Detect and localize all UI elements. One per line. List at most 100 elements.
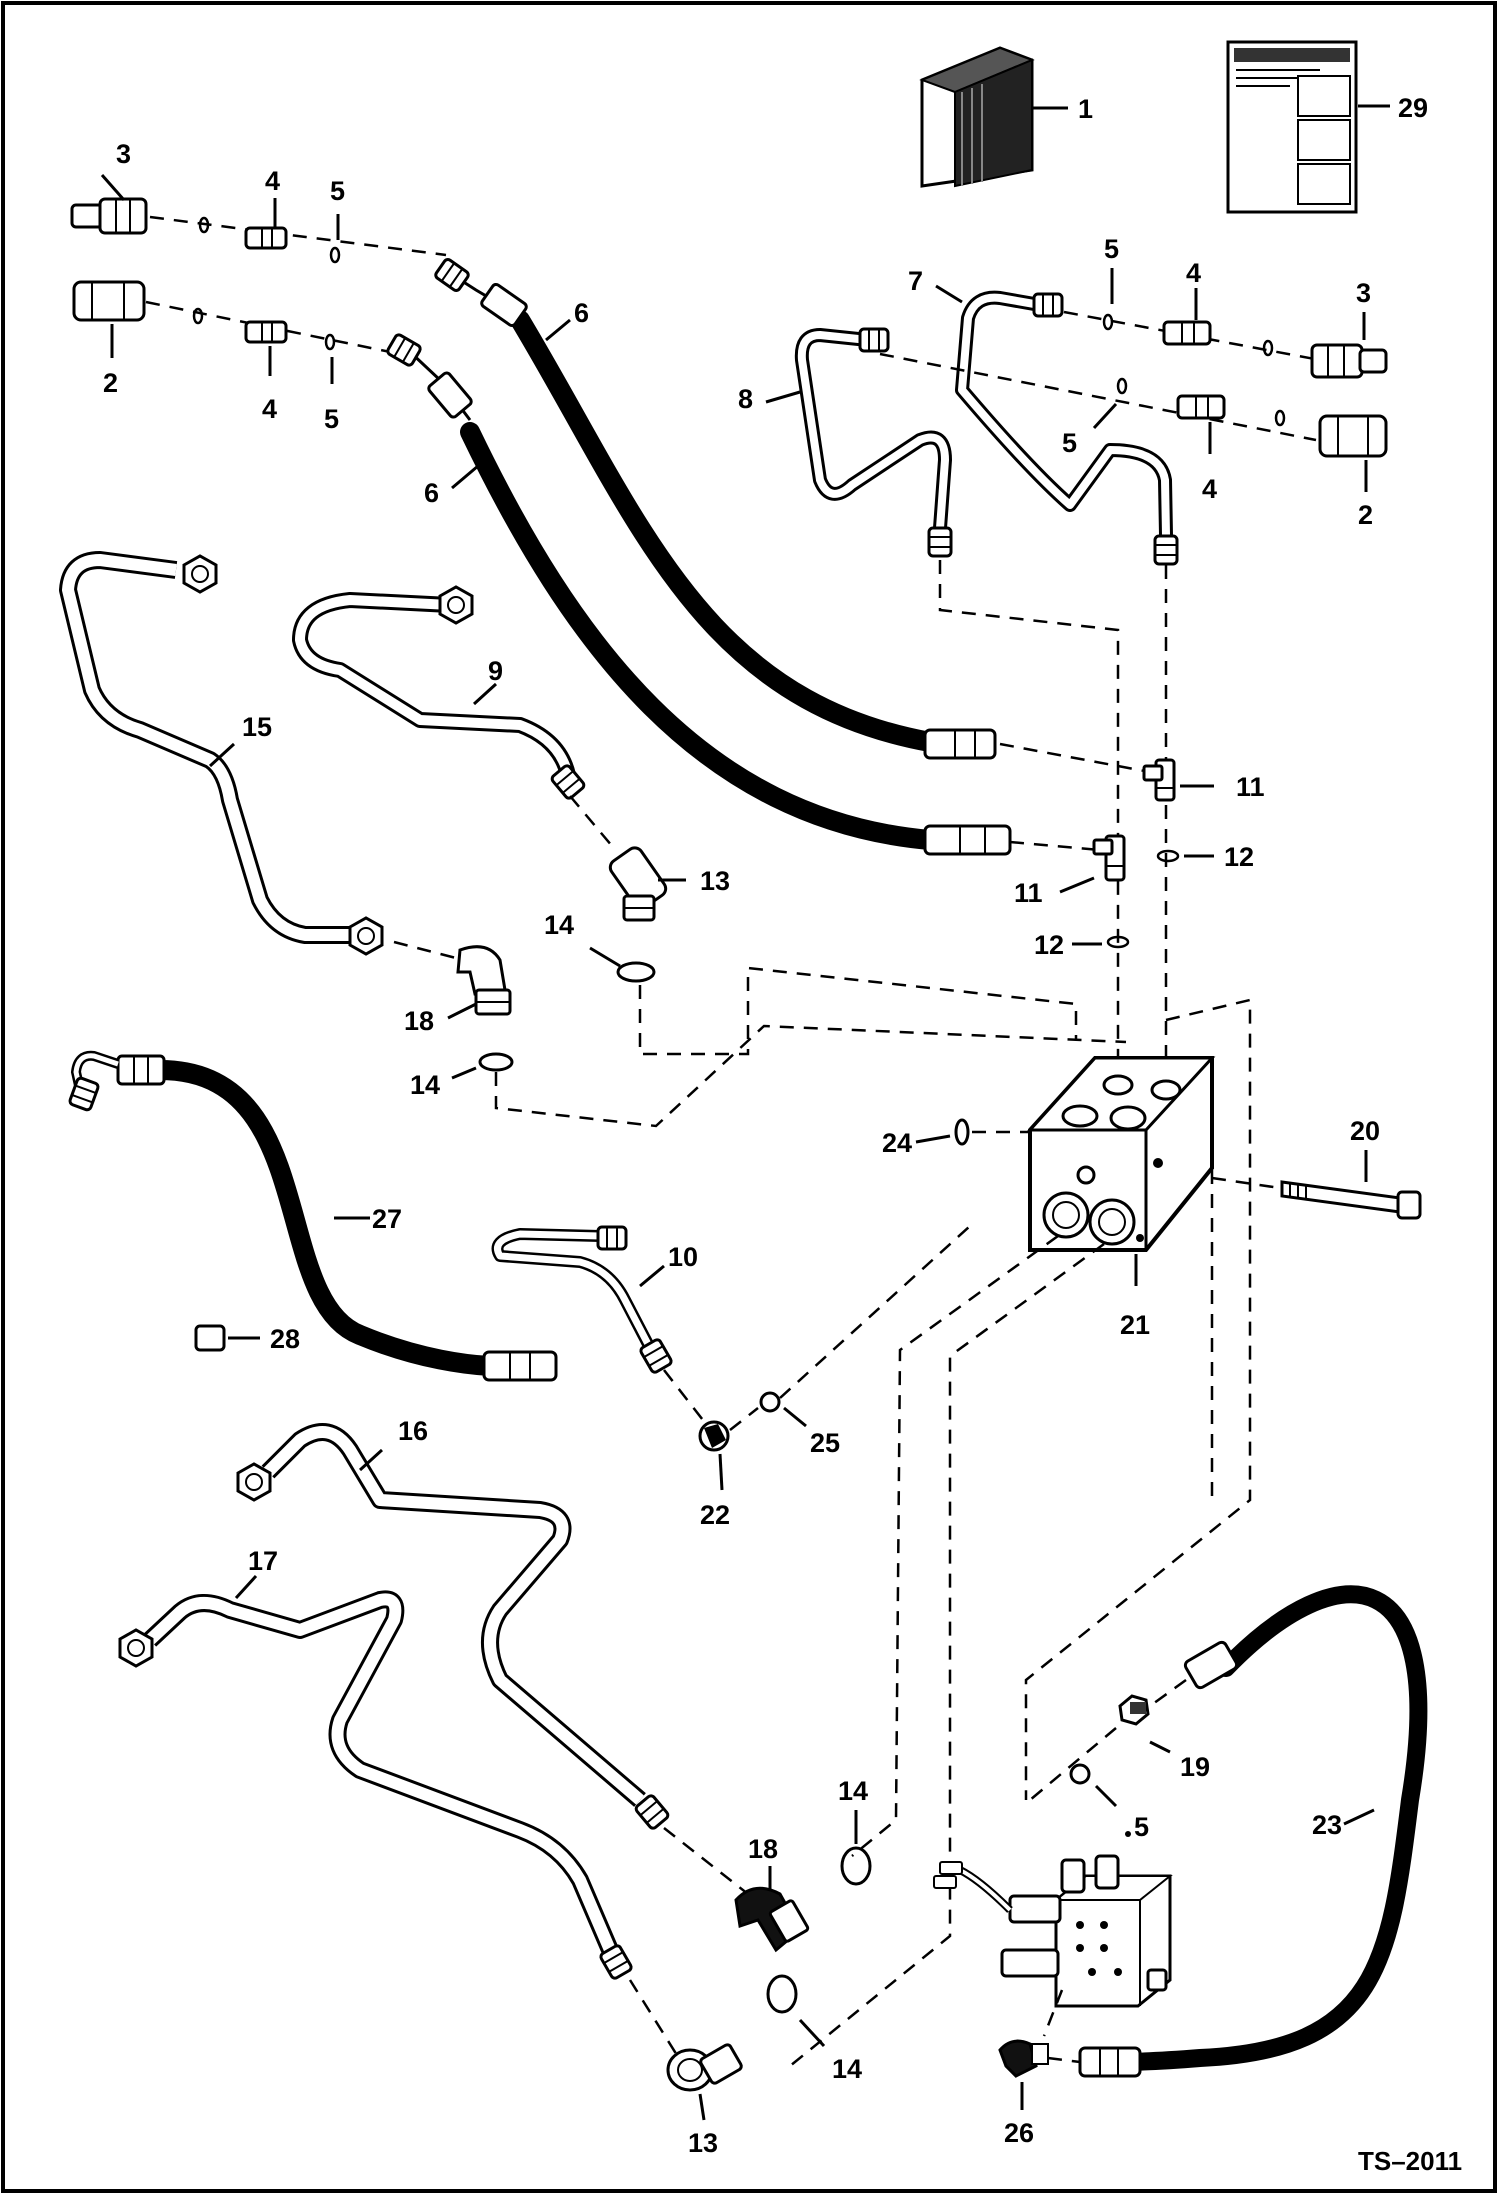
callout-14-c: 14: [838, 1776, 868, 1806]
o-ring-5-top-left-icon: [329, 246, 341, 264]
elbow-13-upper-icon: [608, 846, 668, 922]
callout-4-bottom-left: 4: [262, 394, 277, 424]
hose-27-icon: [67, 1050, 558, 1382]
tube-7-icon: [955, 290, 1179, 566]
leader-5-right-bottom: [1092, 402, 1118, 430]
leader-6-upper: [545, 318, 571, 342]
callout-4-right-top: 4: [1186, 258, 1201, 288]
callout-21: 21: [1120, 1310, 1150, 1340]
connect-line-hose23: [1149, 1678, 1187, 1708]
callout-3-right: 3: [1356, 278, 1371, 308]
tube-9-icon: [292, 585, 587, 802]
tube-15-icon: [59, 551, 384, 956]
connect-line-valve-fitting26: [1042, 1989, 1064, 2037]
callout-7: 7: [908, 266, 923, 296]
o-ring-12-upper-icon: [1156, 849, 1180, 863]
callout-26: 26: [1004, 2118, 1034, 2148]
connect-line-upper-row: [149, 215, 447, 257]
callout-24: 24: [882, 1128, 912, 1158]
elbow-18-upper-icon: [456, 945, 512, 1016]
leader-18-upper: [447, 1002, 477, 1020]
connect-line-tube10: [663, 1369, 707, 1425]
leader-7: [935, 284, 963, 304]
leader-15: [208, 742, 236, 768]
hose-23-icon: [1078, 1585, 1428, 2078]
connect-line-valve-outline: [1024, 998, 1252, 1800]
callout-8: 8: [738, 384, 753, 414]
o-ring-lower-row-icon: [192, 307, 204, 325]
leader-16: [358, 1448, 384, 1472]
leader-6-lower: [451, 464, 479, 490]
callout-23: 23: [1312, 1810, 1342, 1840]
callout-20: 20: [1350, 1116, 1380, 1146]
o-ring-right-lower-icon: [1274, 409, 1286, 427]
callout-18-upper: 18: [404, 1006, 434, 1036]
callout-4-top-left: 4: [265, 166, 280, 196]
callout-13-upper: 13: [700, 866, 730, 896]
callout-5-bottom-right: 5: [1134, 1812, 1149, 1842]
callout-17: 17: [248, 1546, 278, 1576]
adapter-19-icon: [1118, 1694, 1150, 1726]
female-coupler-left-icon: [72, 280, 146, 322]
connect-line-elbow18-valve: [494, 1024, 1127, 1128]
o-ring-5-bottom-right-icon: [1069, 1763, 1091, 1785]
leader-9: [472, 682, 498, 706]
o-ring-5-right-top-icon: [1102, 313, 1114, 331]
male-coupler-right-icon: [1310, 343, 1388, 379]
o-ring-right-upper-icon: [1262, 339, 1274, 357]
callout-22: 22: [700, 1500, 730, 1530]
adapter-4-right-bottom-icon: [1176, 394, 1226, 420]
connect-line-tube17: [628, 1979, 682, 2061]
manual-box-icon: [919, 46, 1068, 188]
leader-10: [639, 1264, 665, 1288]
document-id: TS–2011: [1358, 2146, 1462, 2176]
connect-line-valve-13-lower: [789, 1242, 1105, 2067]
leader-24: [915, 1134, 951, 1144]
leader-22: [718, 1453, 724, 1491]
hose-6-upper-icon: [432, 256, 997, 760]
o-ring-5-right-bottom-icon: [1116, 377, 1128, 395]
leader-14-b: [451, 1066, 477, 1080]
callout-3-left: 3: [116, 139, 131, 169]
callout-10: 10: [668, 1242, 698, 1272]
callout-18-lower: 18: [748, 1834, 778, 1864]
callout-14-d: 14: [832, 2054, 862, 2084]
callout-13-lower: 13: [688, 2128, 718, 2158]
connect-line-tee-lower: [1009, 840, 1101, 852]
valve-block-21-icon: [1026, 1056, 1216, 1252]
callout-14-a: 14: [544, 910, 574, 940]
callout-15: 15: [242, 712, 272, 742]
connect-line-oring25-valve: [779, 1225, 971, 1399]
connect-line-valve-18-lower: [851, 1234, 1059, 1857]
leader-8: [765, 390, 801, 404]
connect-line-bolt20: [1211, 1176, 1281, 1190]
o-ring-12-lower-icon: [1106, 935, 1130, 949]
fitting-22-icon: [698, 1420, 730, 1452]
callout-6-lower: 6: [424, 478, 439, 508]
callout-5-right-top: 5: [1104, 234, 1119, 264]
callout-6-upper: 6: [574, 298, 589, 328]
tube-8-icon: [794, 327, 953, 558]
cap-28-icon: [194, 1324, 226, 1352]
bolt-20-icon: [1280, 1180, 1422, 1220]
connect-line-fitting26-hose23: [1047, 2056, 1081, 2064]
callout-2-left: 2: [103, 368, 118, 398]
callout-9: 9: [488, 656, 503, 686]
hose-6-lower-icon: [384, 331, 1012, 856]
connect-line-tube9: [569, 795, 613, 847]
adapter-4-right-top-icon: [1162, 320, 1212, 346]
tube-17-icon: [118, 1590, 635, 1982]
male-coupler-left-icon: [70, 197, 148, 235]
tee-11-upper-icon: [1142, 758, 1176, 802]
callout-11-upper: 11: [1236, 772, 1265, 802]
o-ring-14-d-icon: [766, 1974, 798, 2014]
fitting-26-icon: [998, 2039, 1049, 2078]
connect-line-tube15: [393, 940, 457, 960]
tube-16-icon: [236, 1423, 671, 1832]
leader-19: [1149, 1740, 1171, 1754]
leader-23: [1343, 1808, 1375, 1826]
callout-12-lower: 12: [1034, 930, 1064, 960]
control-valve-assembly-icon: [933, 1831, 1173, 2008]
callout-19: 19: [1180, 1752, 1210, 1782]
o-ring-14-b-icon: [478, 1052, 514, 1072]
